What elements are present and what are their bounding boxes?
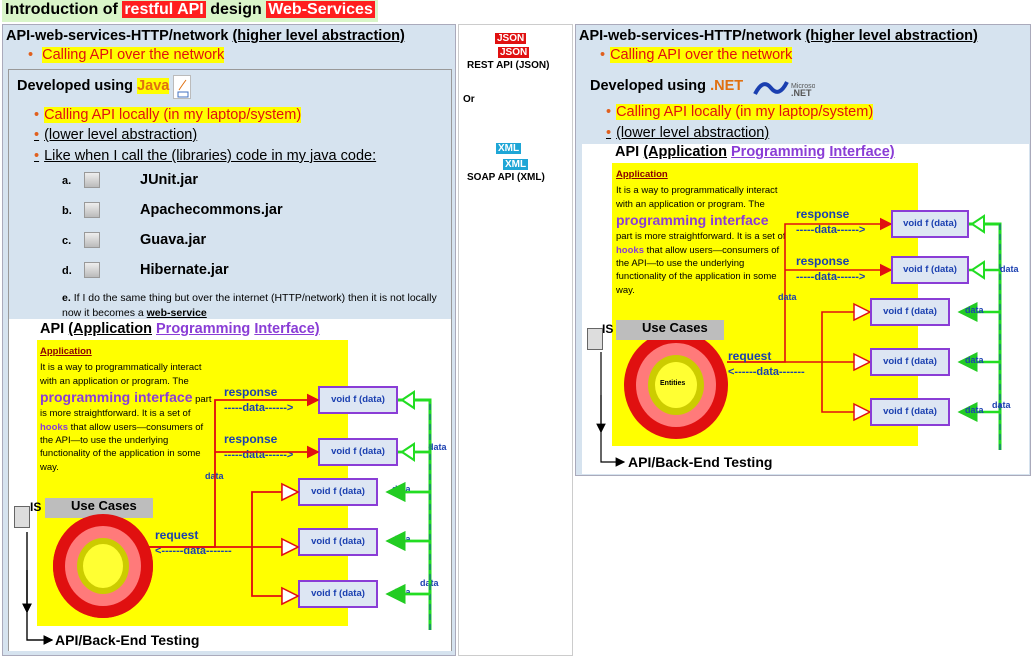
- left-jar-icon: [14, 506, 30, 528]
- right-bullet-lower: (lower level abstraction): [606, 125, 769, 141]
- left-bullet-libraries: Like when I call the (libraries) code in…: [34, 148, 376, 164]
- xml-tag-1: XML: [496, 143, 522, 154]
- left-app-description: Application It is a way to programmatica…: [40, 346, 212, 473]
- svg-text:.NET: .NET: [791, 88, 812, 98]
- right-response-label-2: response: [796, 254, 850, 268]
- right-func-box-5: void f (data): [870, 398, 950, 426]
- right-api-title: API (Application Programming Interface): [615, 144, 895, 160]
- left-bullet-local: Calling API locally (in my laptop/system…: [34, 107, 302, 123]
- left-testing-label: API/Back-End Testing: [55, 632, 200, 648]
- right-testing-label: API/Back-End Testing: [628, 454, 773, 470]
- middle-column: [458, 24, 573, 656]
- right-func-box-4: void f (data): [870, 348, 950, 376]
- page-title: Introduction of restful API design Web-S…: [2, 0, 378, 22]
- jar-icon: [84, 262, 100, 279]
- note-web-service: e. If I do the same thing but over the i…: [62, 292, 437, 319]
- left-bullet-lower: (lower level abstraction): [34, 127, 197, 143]
- jar-icon: [84, 172, 100, 189]
- jar-icon: [84, 202, 100, 219]
- left-data-label-green: data: [428, 442, 447, 452]
- right-data-label-green: data: [1000, 264, 1019, 274]
- right-entities-label: Entities: [660, 380, 686, 387]
- java-logo-icon: [173, 75, 191, 99]
- jar-item: a.JUnit.jar: [62, 172, 199, 189]
- jar-icon: [84, 232, 100, 249]
- json-tag-2: JSON: [498, 47, 530, 58]
- left-developed: Developed using Java: [17, 78, 170, 94]
- right-request-label: request: [728, 349, 772, 363]
- svg-text:Microsoft: Microsoft: [791, 83, 815, 90]
- right-func-box-2: void f (data): [891, 256, 969, 284]
- right-func-box-3: void f (data): [870, 298, 950, 326]
- jar-item: b.Apachecommons.jar: [62, 202, 283, 219]
- right-func-box-1: void f (data): [891, 210, 969, 238]
- jar-item: c.Guava.jar: [62, 232, 207, 249]
- right-data-arrow-1: -----data------>: [796, 224, 866, 236]
- or-label: Or: [463, 94, 475, 105]
- right-data-label-bottom: data: [992, 400, 1011, 410]
- soap-api-label: SOAP API (XML): [467, 172, 545, 183]
- right-bullet-calling: Calling API over the network: [600, 47, 793, 63]
- dotnet-logo-icon: Microsoft.NET: [753, 76, 819, 103]
- left-data-back: <------data-------: [155, 545, 232, 557]
- right-is-label: IS: [602, 322, 614, 336]
- right-data-back: <------data-------: [728, 366, 805, 378]
- jar-list: a.JUnit.jar b.Apachecommons.jar c.Guava.…: [62, 172, 283, 292]
- right-data-label: data: [778, 292, 797, 302]
- right-bullet-local: Calling API locally (in my laptop/system…: [606, 104, 874, 120]
- right-app-description: Application It is a way to programmatica…: [616, 169, 786, 296]
- left-bullet-calling: Calling API over the network: [28, 47, 225, 63]
- right-data-label-r1: data: [965, 305, 984, 315]
- left-func-box-5: void f (data): [298, 580, 378, 608]
- left-response-label-2: response: [224, 432, 278, 446]
- left-api-title: API (Application Programming Interface): [40, 321, 320, 337]
- xml-tag-2: XML: [503, 159, 529, 170]
- right-data-label-r3: data: [965, 405, 984, 415]
- right-data-arrow-2: -----data------>: [796, 271, 866, 283]
- left-request-label: request: [155, 528, 199, 542]
- jar-item: d.Hibernate.jar: [62, 262, 229, 279]
- left-data-arrow-1: -----data------>: [224, 402, 294, 414]
- left-use-cases: Use Cases: [45, 498, 153, 518]
- right-jar-icon: [587, 328, 603, 350]
- right-developed: Developed using .NET: [590, 78, 744, 94]
- left-header: API-web-services-HTTP/network (higher le…: [6, 28, 405, 44]
- json-tag-1: JSON: [495, 33, 527, 44]
- right-response-label-1: response: [796, 207, 850, 221]
- left-func-box-4: void f (data): [298, 528, 378, 556]
- right-data-label-r2: data: [965, 355, 984, 365]
- left-func-box-2: void f (data): [318, 438, 398, 466]
- left-func-box-3: void f (data): [298, 478, 378, 506]
- right-use-cases: Use Cases: [616, 320, 724, 340]
- left-func-box-1: void f (data): [318, 386, 398, 414]
- left-response-label-1: response: [224, 385, 278, 399]
- right-header: API-web-services-HTTP/network (higher le…: [579, 28, 978, 44]
- left-is-label: IS: [30, 500, 42, 514]
- rest-api-label: REST API (JSON): [467, 60, 550, 71]
